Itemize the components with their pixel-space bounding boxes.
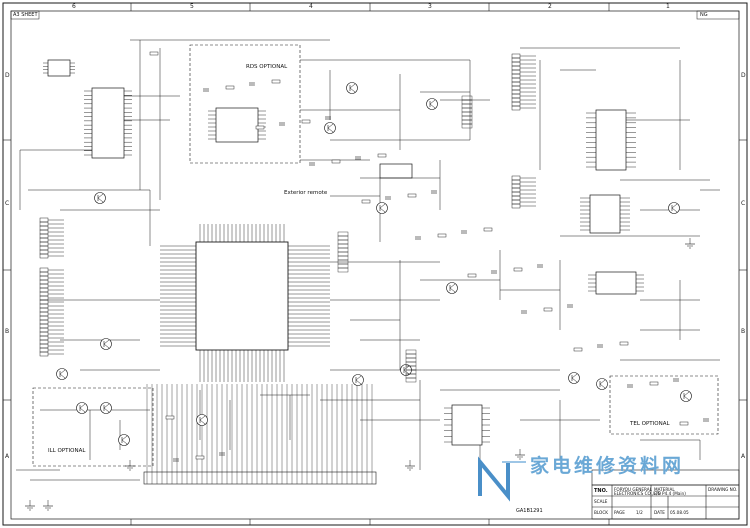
title-block-drawing-no: DRAWING NO. [708,487,738,492]
revision-label: NG [700,12,708,18]
zone-row-a: A [5,453,10,460]
zone-row-b-right: B [741,328,746,335]
rds-optional-block [189,44,301,164]
sheet-size-label: A3 SHEET [13,12,38,18]
ic-right-b [595,271,637,295]
mcu-pins [160,224,330,382]
main-mcu-ic [195,241,289,351]
zone-row-c-right: C [741,200,746,207]
title-block-tno: TNO. [594,488,608,494]
ill-optional-block [32,387,154,467]
zone-row-b: B [5,328,10,335]
watermark-logo [478,456,526,502]
title-block-scale: SCALE [594,499,608,504]
exterior-remote-label: Exterior remote [284,190,328,196]
connector-left-lower [39,267,64,357]
title-block-date-label: DATE [654,510,665,515]
tel-optional-label: TEL OPTIONAL [630,421,670,427]
zone-col-3: 3 [428,3,432,10]
title-block-page-value: 1/2 [636,510,643,515]
title-block-title: E/S P4.4 (Main) [654,491,686,496]
title-block-page-label: PAGE [614,510,625,515]
zone-col-1: 1 [666,3,670,10]
title-block-date-value: 05.08.05 [670,510,689,515]
title-block-block: BLOCK [594,510,609,515]
ic-small-l [47,59,71,77]
zone-row-d: D [5,72,10,79]
zone-col-6: 6 [72,3,76,10]
ic-right-mid [589,194,621,234]
ic-opamp [451,404,483,446]
ic-rds [215,107,259,143]
title-block-company-2: ELECTRONICS CO.,LTD [614,491,661,496]
ic-top-left [91,87,125,159]
ic-center-top [379,163,413,179]
watermark-text: 家电维修资料网 [530,455,685,477]
zone-row-c: C [5,200,10,207]
rds-optional-label: RDS OPTIONAL [246,64,288,70]
title-block-material: MATERIAL [654,487,675,492]
ic-right-top [595,109,627,171]
connector-left-upper [39,217,64,259]
zone-row-d-right: D [741,72,746,79]
zone-col-5: 5 [190,3,194,10]
zone-col-2: 2 [548,3,552,10]
title-block [591,469,740,520]
connector-right-top [511,53,536,209]
zone-col-4: 4 [309,3,313,10]
title-block-company-1: FORYOU GENERAL [614,487,652,492]
inner-frame [10,10,740,520]
connector-bottom-bus [143,384,377,485]
bottom-ref: GA1B1291 [516,508,543,514]
ill-optional-label: ILL OPTIONAL [48,448,86,454]
tel-optional-block [609,375,719,435]
wiring [16,39,720,481]
zone-row-a-right: A [741,453,746,460]
components [25,51,709,511]
